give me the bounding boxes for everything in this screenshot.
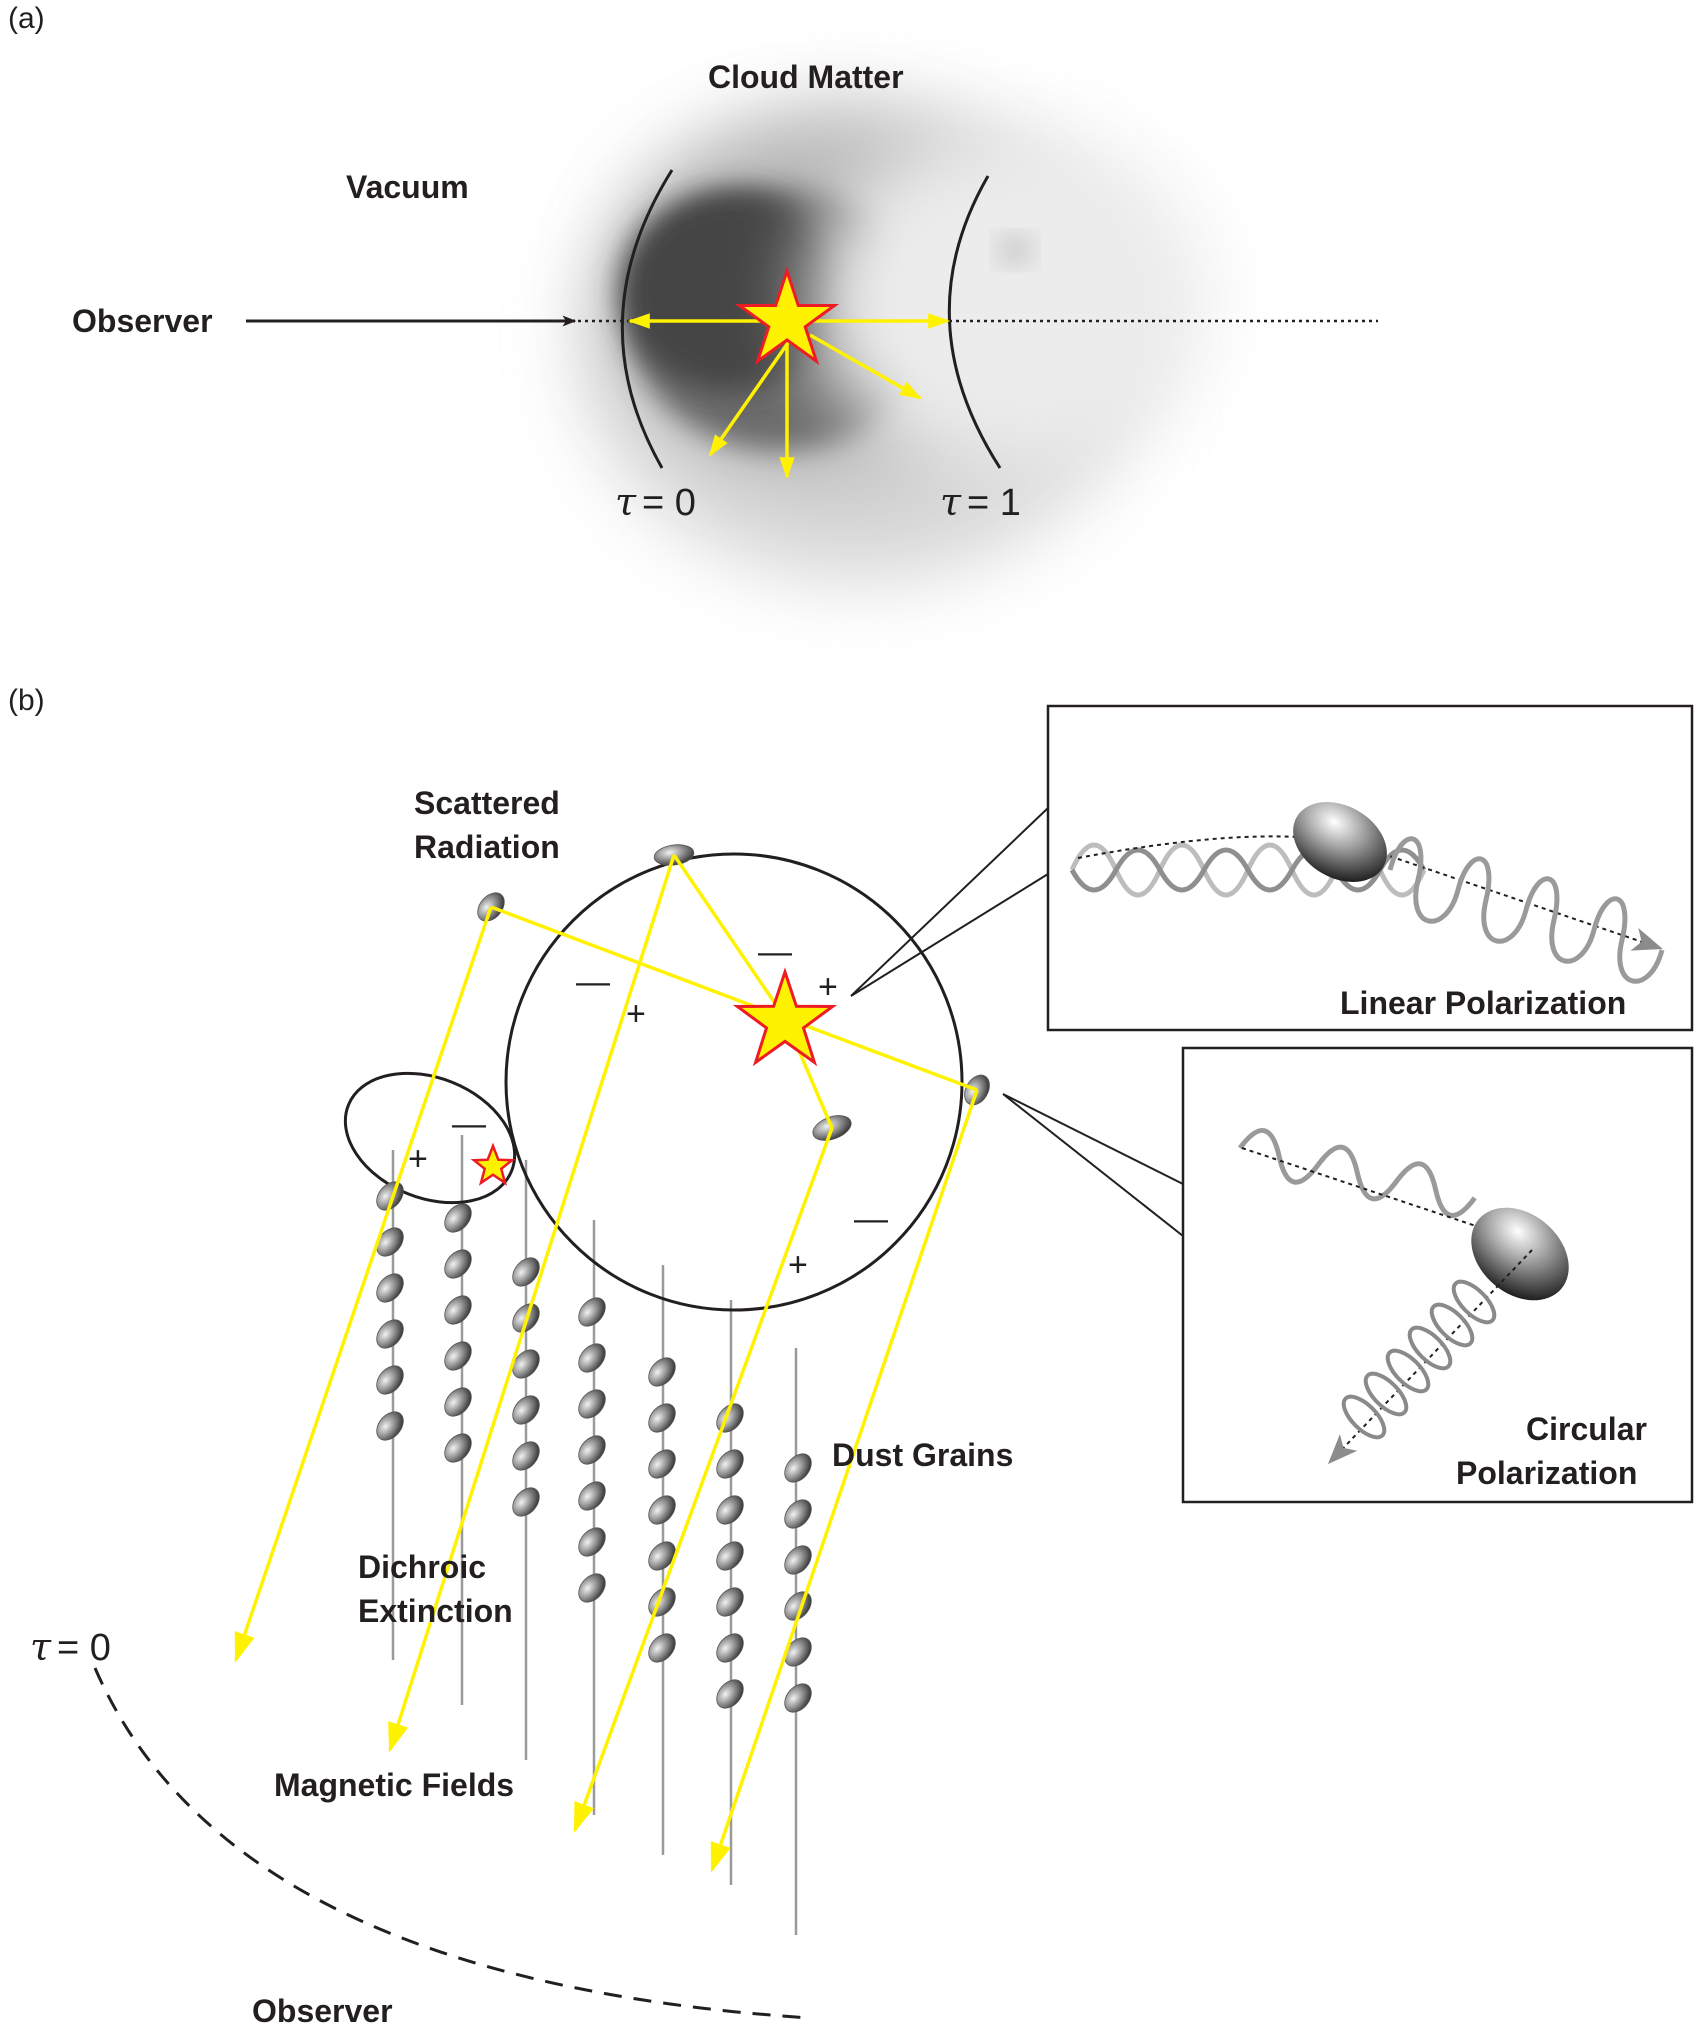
svg-text:+: + [408, 1140, 428, 1178]
svg-text:+: + [788, 1246, 808, 1284]
svg-text:+: + [626, 995, 646, 1033]
panel-b-tag: (b) [8, 684, 45, 717]
linear-grain [1293, 802, 1387, 882]
star-source-main [732, 967, 838, 1067]
scattering-grains [477, 844, 990, 1141]
cloud-matter [580, 100, 1210, 580]
dichroic-extinction-label: Dichroic Extinction [358, 1549, 513, 1629]
tau-0-boundary-b [93, 1667, 811, 2020]
scattered-radiation-label: Scattered Radiation [414, 785, 569, 865]
vacuum-label: Vacuum [346, 169, 469, 205]
dust-grain-columns [376, 1181, 812, 1713]
large-envelope [504, 852, 964, 1312]
tau-0-label: τ= 0 [615, 480, 696, 524]
cloud-matter-label: Cloud Matter [708, 59, 904, 95]
svg-text:—: — [854, 1200, 888, 1238]
grain-column-7 [784, 1453, 812, 1713]
radiation-paths [234, 854, 979, 1873]
circular-polarization-label: Circular Polarization [1456, 1411, 1656, 1491]
circular-helix [1341, 1279, 1497, 1440]
grain-column-2 [444, 1203, 472, 1463]
linear-scattered-wave [1387, 836, 1665, 984]
grain-column-5 [648, 1357, 676, 1663]
dust-grains-label: Dust Grains [832, 1437, 1013, 1473]
circular-callout [1002, 1093, 1184, 1237]
magnetic-fields-label: Magnetic Fields [274, 1767, 514, 1803]
tau-0-label-b: τ= 0 [30, 1625, 111, 1669]
observer-label-a: Observer [72, 303, 213, 339]
svg-text:—: — [452, 1105, 486, 1143]
star-source-a [734, 266, 840, 366]
linear-polarization-inset: Linear Polarization [850, 704, 1694, 1032]
star-source-small [470, 1142, 516, 1186]
svg-text:—: — [576, 963, 610, 1001]
linear-polarization-label: Linear Polarization [1340, 985, 1626, 1021]
circular-grain [1471, 1207, 1569, 1301]
panel-a-tag: (a) [8, 2, 45, 35]
small-envelope [343, 1071, 517, 1205]
observer-label-b: Observer [252, 1993, 393, 2026]
emission-rays [627, 313, 951, 480]
svg-text:+: + [818, 968, 838, 1006]
grain-column-3 [512, 1257, 540, 1517]
grain-column-1 [376, 1181, 404, 1441]
svg-text:—: — [758, 933, 792, 971]
charge-signs: — + — + — + — + [408, 933, 888, 1284]
tau-0-boundary [620, 169, 674, 469]
circular-polarization-inset: Circular Polarization [1002, 1046, 1694, 1504]
grain-column-4 [578, 1297, 606, 1603]
tau-1-label: τ= 1 [940, 480, 1021, 524]
linear-callout [850, 807, 1049, 997]
grain-column-6 [716, 1403, 744, 1709]
circular-incident-wave [1237, 1127, 1477, 1218]
